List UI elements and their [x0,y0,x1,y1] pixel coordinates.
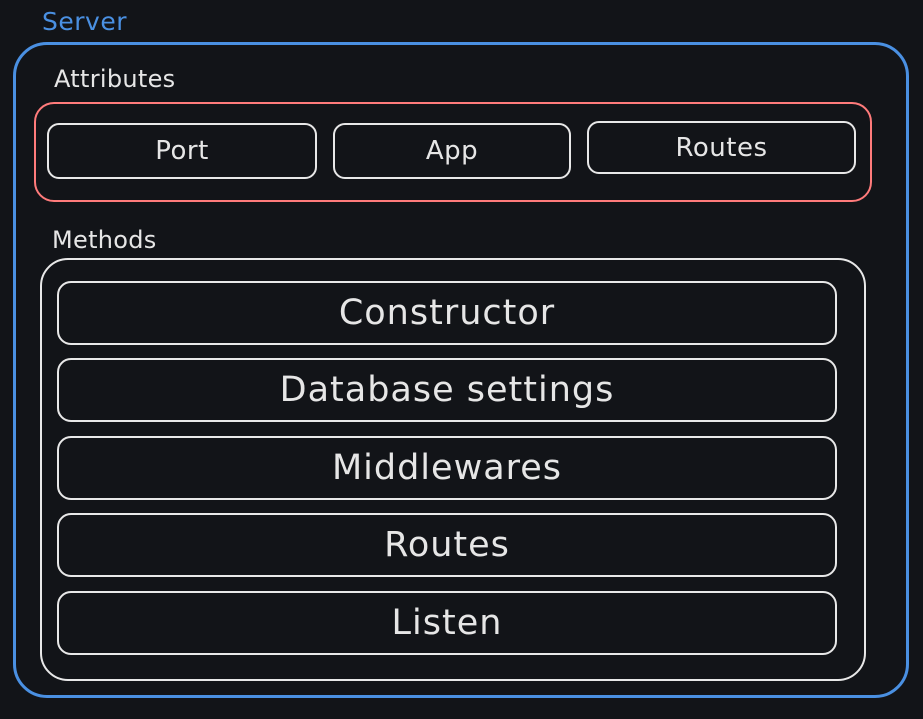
method-database-settings: Database settings [57,358,837,422]
method-routes: Routes [57,513,837,577]
attribute-app: App [333,123,571,179]
method-constructor: Constructor [57,281,837,345]
methods-label: Methods [52,226,157,254]
server-title: Server [42,7,127,36]
server-container [13,42,909,698]
methods-group [40,258,866,681]
attribute-routes: Routes [587,121,856,174]
attribute-port: Port [47,123,317,179]
attributes-group [34,102,872,202]
attributes-label: Attributes [54,65,176,93]
method-middlewares: Middlewares [57,436,837,500]
method-listen: Listen [57,591,837,655]
